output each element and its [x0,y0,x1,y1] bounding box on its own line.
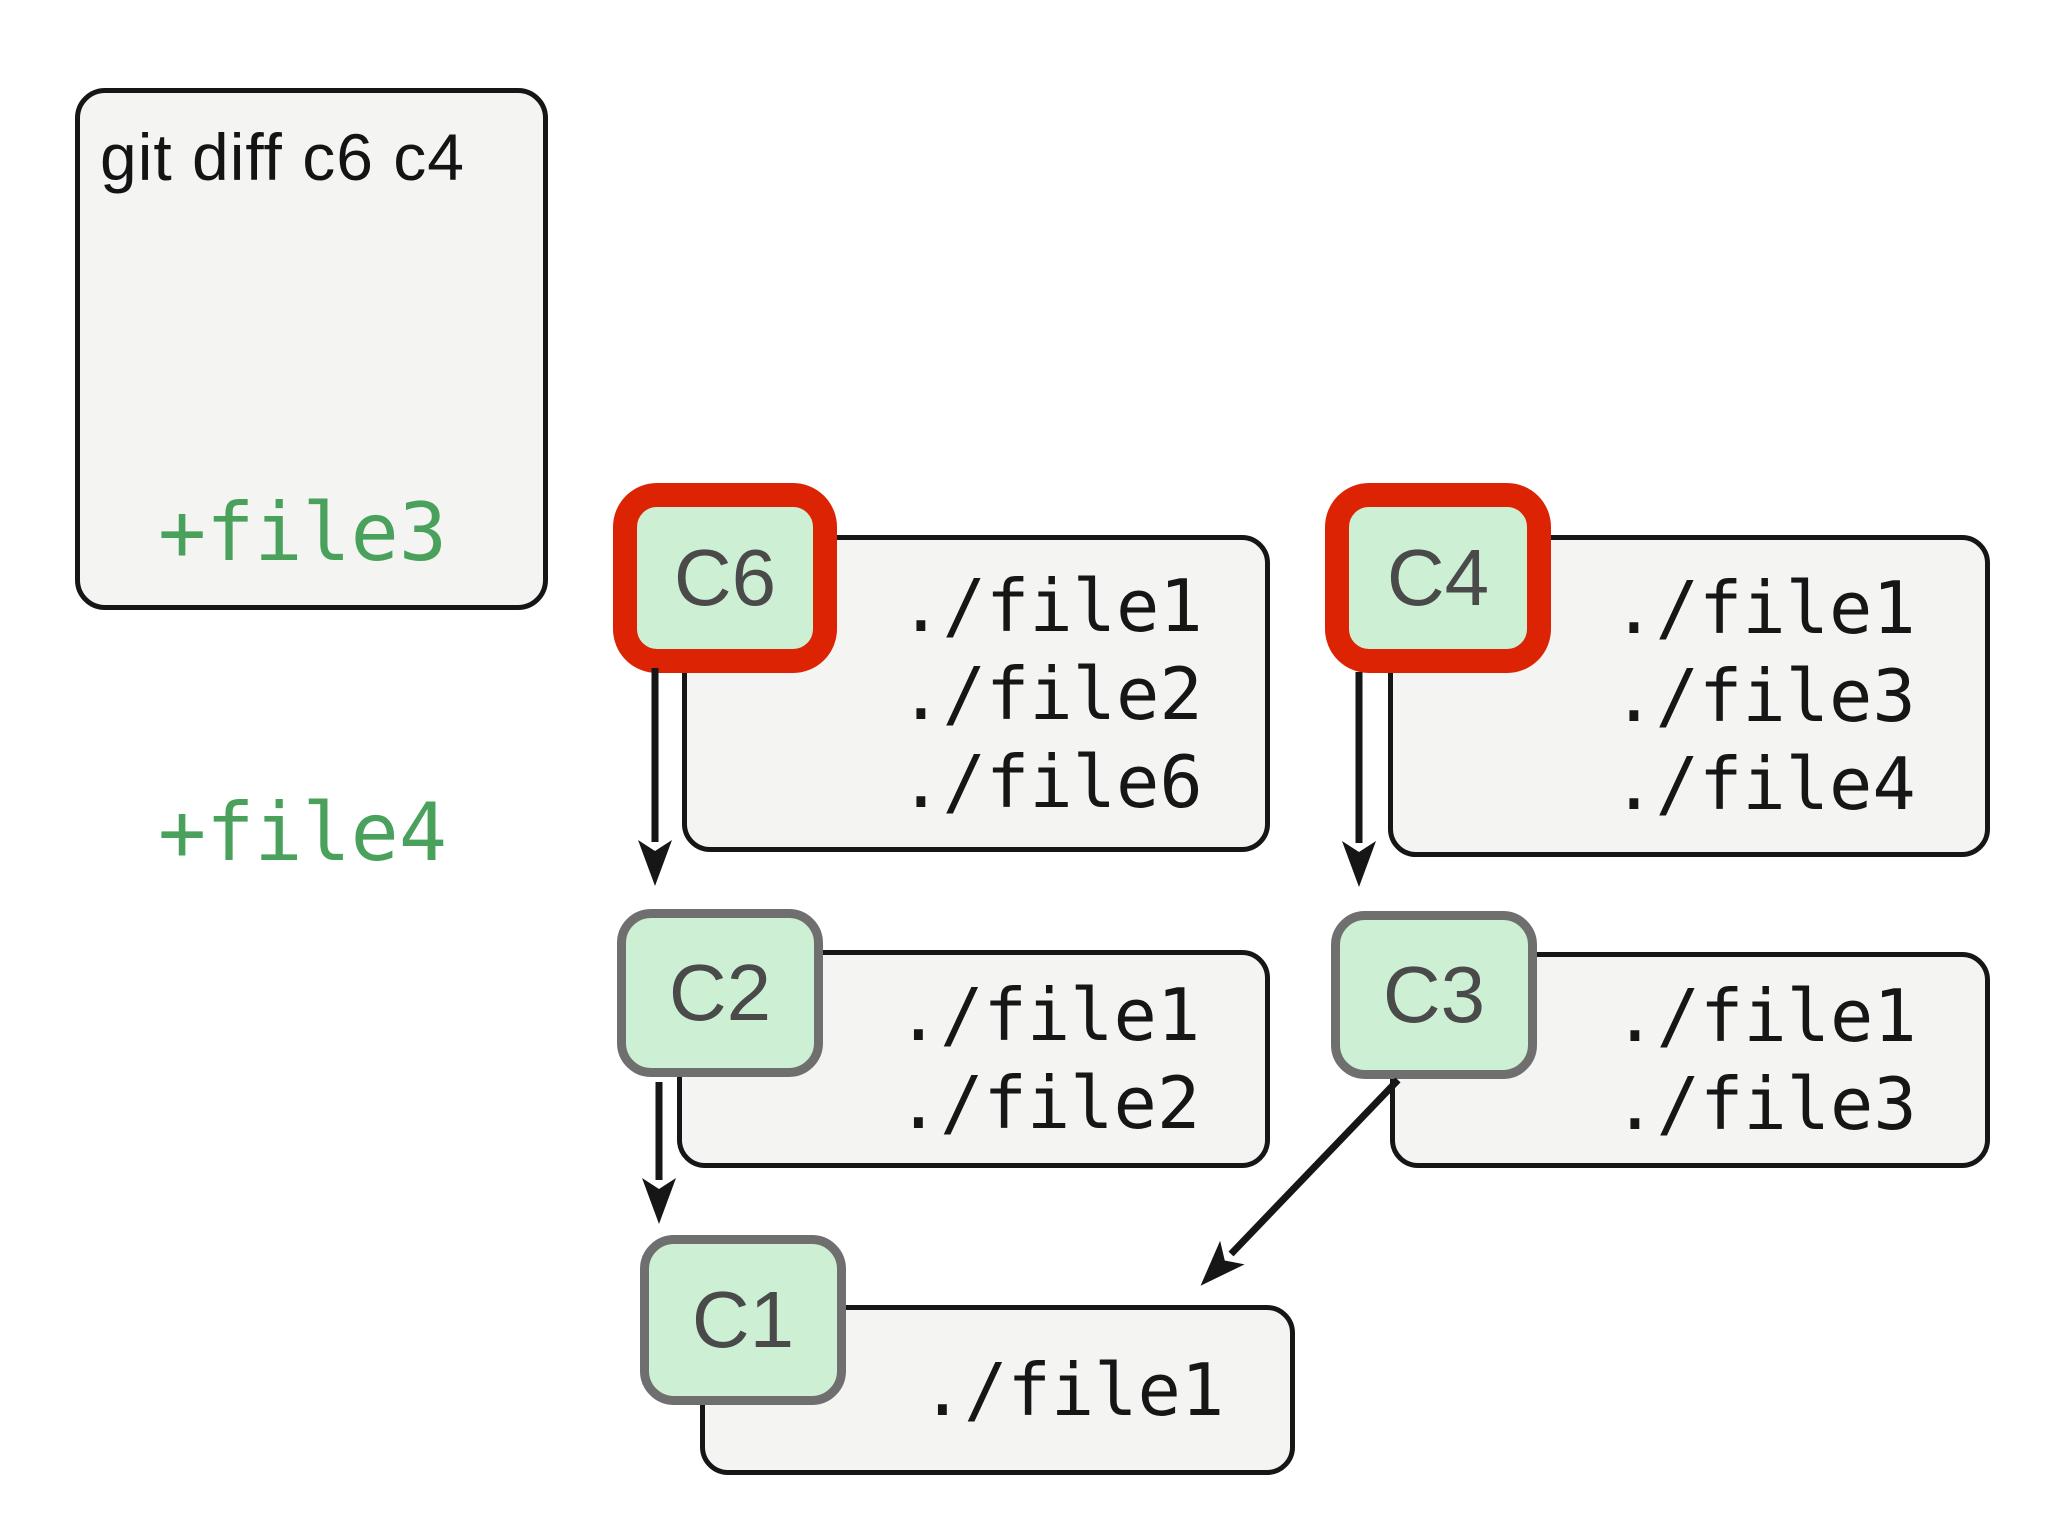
file-list-c6: ./file1 ./file2 ./file6 [682,535,1270,852]
diff-output: +file3 +file4 [158,283,525,1083]
file-entry: ./file3 [1612,654,1916,738]
commit-label: C4 [1386,533,1490,622]
commit-label: C1 [691,1275,795,1364]
file-entry: ./file4 [1612,742,1916,826]
file-entry: ./file2 [896,1061,1201,1145]
commit-label: C6 [673,533,777,622]
commit-node-c2: C2 [617,909,823,1077]
commit-node-c6: C6 [613,483,837,673]
file-entry: ./file1 [899,563,1203,648]
commit-label: C3 [1382,950,1486,1039]
commit-node-c1: C1 [640,1235,846,1405]
file-entry: ./file1 [1612,566,1916,650]
diff-line-added: +file3 [158,486,447,579]
file-entry: ./file1 [920,1348,1225,1432]
file-entry: ./file2 [899,651,1203,736]
file-entry: ./file1 [1613,974,1917,1058]
commit-node-c4: C4 [1325,483,1551,673]
commit-label: C2 [668,948,772,1037]
command-output-box: git diff c6 c4 +file3 +file4 [75,88,548,879]
file-entry: ./file3 [1613,1062,1917,1146]
command-text: git diff c6 c4 [100,120,465,194]
diff-line-added: +file4 [158,786,447,879]
file-entry: ./file6 [899,739,1203,824]
file-entry: ./file1 [896,973,1201,1057]
commit-node-c3: C3 [1331,911,1537,1079]
